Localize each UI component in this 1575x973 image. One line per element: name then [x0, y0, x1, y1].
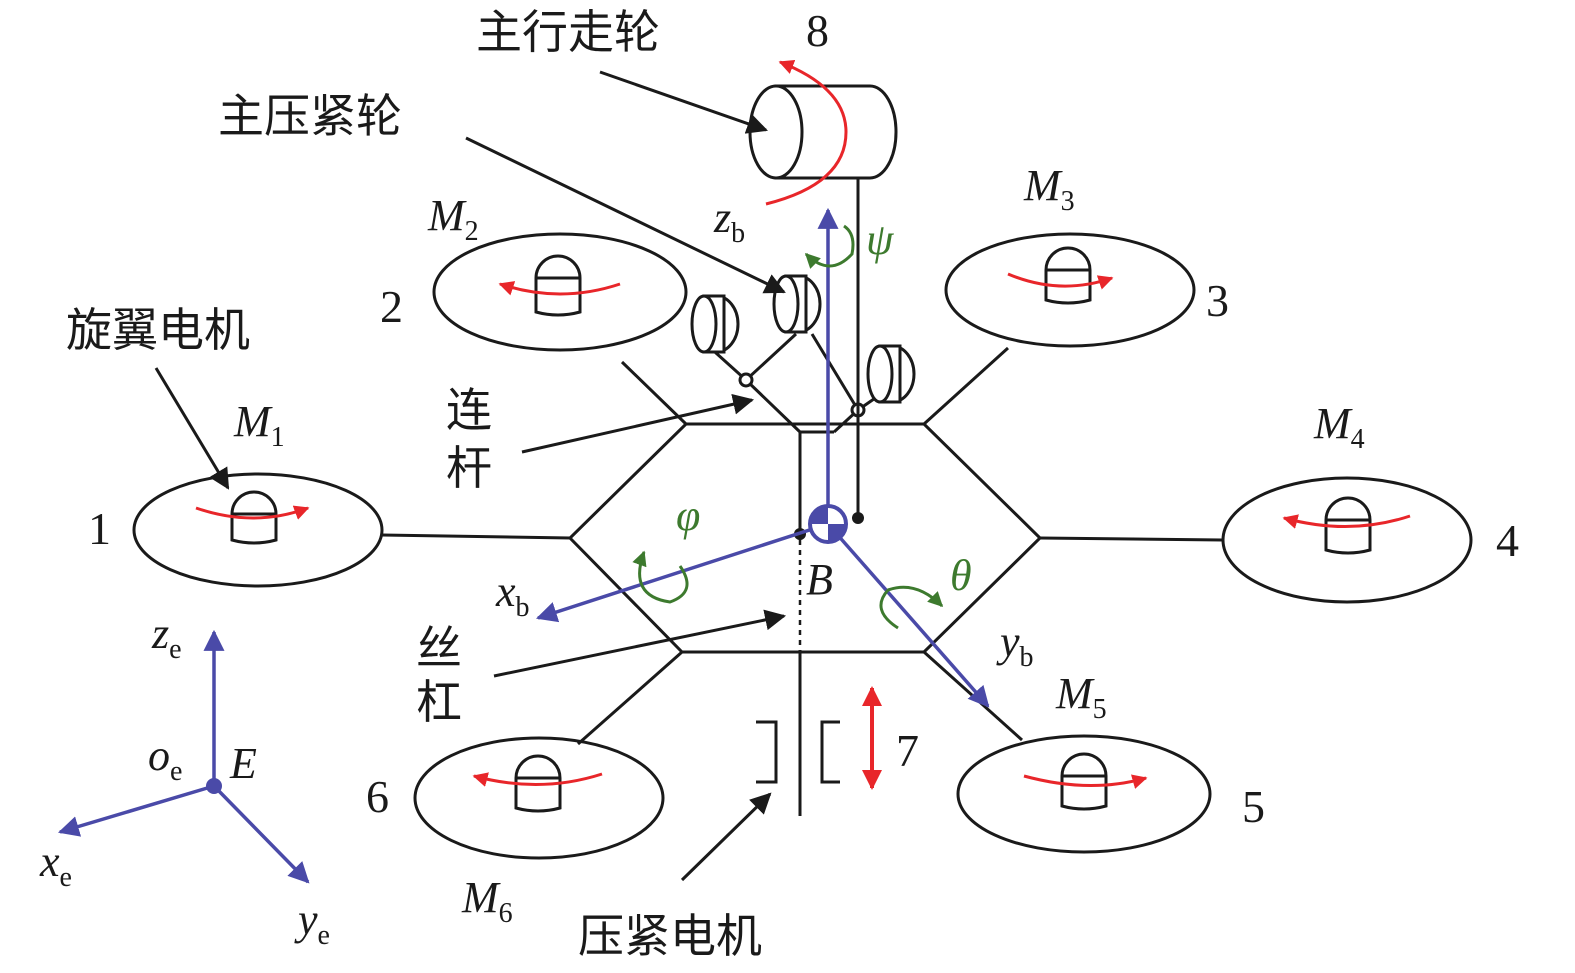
motor-label-6: M6	[461, 873, 513, 929]
link-rod-label-2: 杆	[446, 441, 492, 495]
hexagon-frame	[567, 422, 1043, 654]
earth-z-label: ze	[151, 609, 182, 665]
body-frame	[536, 207, 990, 708]
body-origin-label: B	[806, 555, 833, 604]
pitch-label: θ	[950, 551, 972, 600]
number-1: 1	[88, 503, 111, 554]
press-mechanism	[690, 274, 916, 816]
leader-lines	[154, 70, 787, 882]
number-8: 8	[806, 5, 829, 56]
motor-label-1: M1	[233, 397, 285, 453]
link-rod-label-1: 连	[446, 383, 492, 437]
yaw-label: ψ	[866, 215, 894, 264]
earth-y-label: ye	[294, 895, 330, 951]
earth-origin-name-label: E	[229, 739, 257, 788]
rotor-2	[432, 232, 688, 352]
earth-frame	[57, 629, 310, 884]
lead-screw-label-1: 丝	[416, 621, 462, 675]
motor-label-5: M5	[1055, 669, 1107, 725]
motor-label-4: M4	[1313, 399, 1365, 455]
press-motor	[756, 686, 882, 790]
body-z-label: zb	[713, 193, 745, 249]
number-7: 7	[896, 725, 919, 776]
lead-screw-label-2: 杠	[416, 675, 462, 729]
number-4: 4	[1496, 515, 1519, 566]
rotor-motor-label: 旋翼电机	[66, 303, 250, 357]
rotor-3	[944, 232, 1196, 348]
earth-origin-label: oe	[148, 731, 182, 787]
rotor-6	[413, 736, 665, 860]
roll-label: φ	[676, 491, 700, 540]
rotor-1	[132, 472, 384, 588]
drive-wheel	[748, 59, 898, 518]
number-3: 3	[1206, 275, 1229, 326]
body-x-label: xb	[495, 567, 530, 623]
rotor-5	[956, 734, 1212, 854]
motor-label-2: M2	[427, 191, 479, 247]
body-y-label: yb	[996, 617, 1034, 673]
rotor-4	[1221, 476, 1473, 604]
press-motor-label: 压紧电机	[578, 909, 762, 963]
number-6: 6	[366, 771, 389, 822]
rotor-arms	[381, 346, 1223, 746]
number-2: 2	[380, 281, 403, 332]
motor-label-3: M3	[1023, 161, 1075, 217]
drive-wheel-label: 主行走轮	[476, 5, 660, 59]
number-5: 5	[1242, 781, 1265, 832]
earth-x-label: xe	[39, 837, 72, 893]
press-wheel-label: 主压紧轮	[218, 89, 402, 143]
